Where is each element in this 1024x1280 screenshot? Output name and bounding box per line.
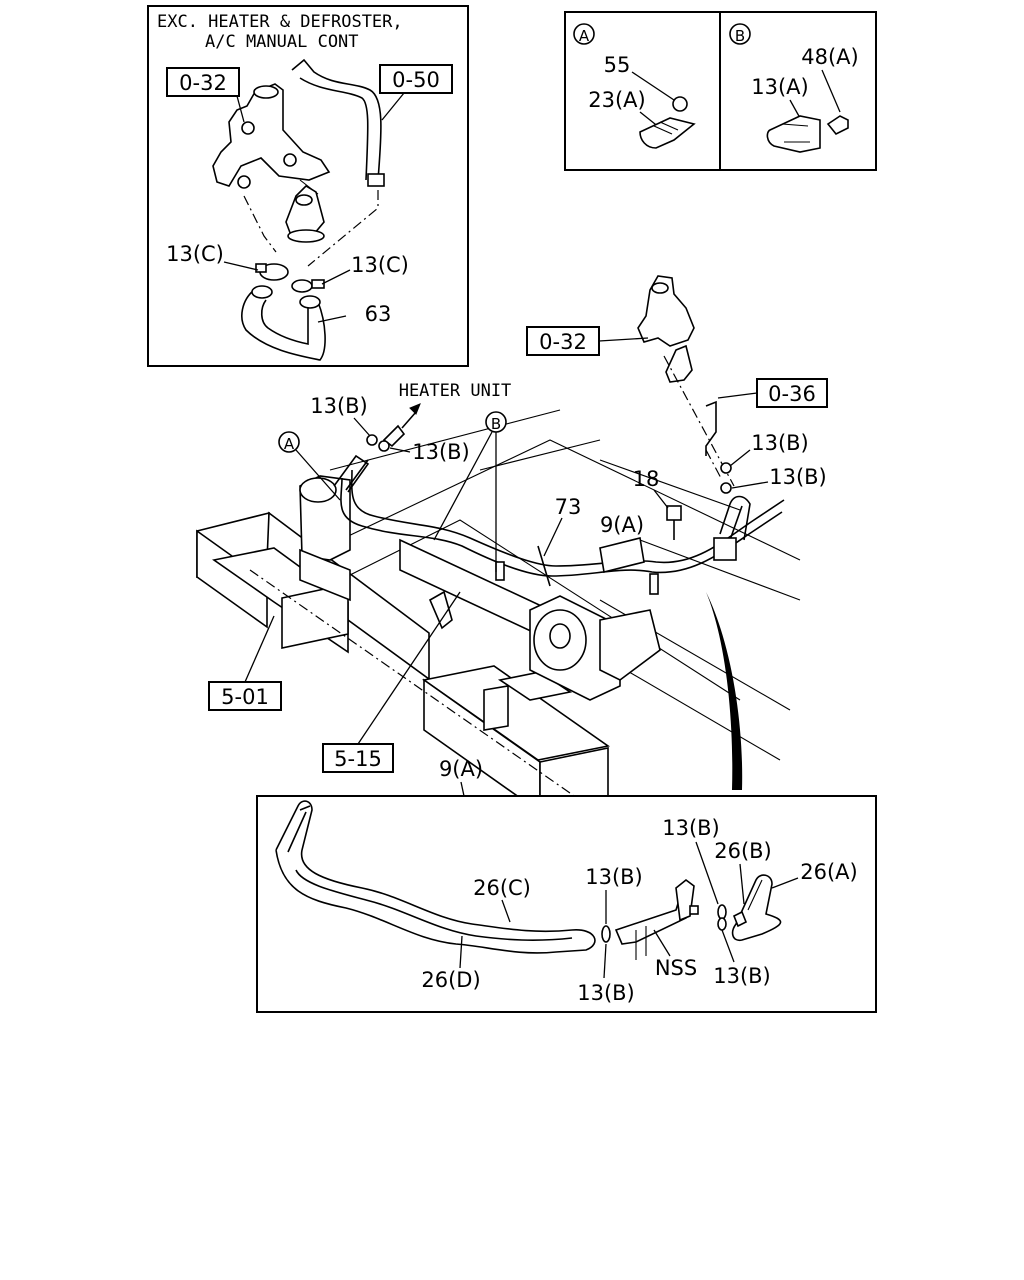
clamp-23a (639, 117, 696, 149)
label-23a: 23(A) (588, 88, 645, 112)
ref-box-0-36[interactable] (756, 378, 828, 408)
label-13a: 13(A) (751, 75, 808, 99)
ref-5-15: 5-15 (334, 747, 382, 771)
label-73: 73 (555, 495, 582, 519)
inset-header-line2: A/C MANUAL CONT (205, 32, 359, 52)
label-13b-upper-2: 13(B) (769, 465, 827, 489)
inset-header-line1: EXC. HEATER & DEFROSTER, (157, 12, 403, 32)
ref-5-01: 5-01 (221, 685, 269, 709)
bracket-9a (599, 537, 645, 573)
ref-box-0-32-main[interactable] (526, 326, 600, 356)
heater-pipe-9a (333, 454, 785, 595)
label-26a: 26(A) (800, 860, 857, 884)
thermostat-housing-inset (212, 83, 331, 243)
clamp-13c-right (291, 279, 313, 293)
heater-unit-arrow (366, 403, 421, 452)
ref-0-32-inset: 0-32 (179, 71, 227, 95)
marker-a-main: A (284, 435, 295, 453)
marker-b-inset: B (735, 27, 745, 45)
hose-63 (241, 289, 326, 361)
ref-0-32-main: 0-32 (539, 330, 587, 354)
label-nss: NSS (655, 956, 697, 980)
marker-b-main: B (491, 415, 501, 433)
ref-0-36: 0-36 (768, 382, 816, 406)
heater-pipe-inset (291, 58, 382, 181)
clamps-13b-detail (601, 904, 727, 943)
label-13b-upper-1: 13(B) (751, 431, 809, 455)
label-63: 63 (365, 302, 392, 326)
label-26c: 26(C) (473, 876, 531, 900)
bracket-nss (614, 878, 699, 960)
inset-exc-heater: EXC. HEATER & DEFROSTER, A/C MANUAL CONT… (147, 5, 469, 367)
bolt-18 (666, 505, 682, 540)
pipe-26c-26d (275, 800, 596, 954)
label-26b: 26(B) (714, 839, 772, 863)
clip-73 (537, 545, 551, 587)
label-13b-heater-1: 13(B) (310, 394, 368, 418)
label-9a-main: 9(A) (600, 513, 644, 537)
ref-box-0-32-inset[interactable] (166, 67, 240, 97)
ref-box-5-01[interactable] (208, 681, 282, 711)
clamp-13a (766, 115, 821, 153)
label-13b-detail-top-mid: 13(B) (585, 865, 643, 889)
thermostat-housing-main (637, 275, 735, 494)
detail-title-9a: 9(A) (439, 757, 483, 781)
label-26d: 26(D) (421, 968, 480, 992)
label-18: 18 (633, 467, 660, 491)
label-13c-left: 13(C) (166, 242, 224, 266)
label-13c-right: 13(C) (351, 253, 409, 277)
detail-callout-pointer (706, 592, 743, 790)
bolt-48a (826, 115, 849, 136)
label-13b-detail-bottom-right: 13(B) (713, 964, 771, 988)
label-13b-detail-top-right: 13(B) (662, 816, 720, 840)
detail-9a: 9(A) 26(C) 26(D) 13(B) (256, 757, 877, 1013)
label-13b-heater-2: 13(B) (412, 440, 470, 464)
label-13b-detail-bottom-mid: 13(B) (577, 981, 635, 1005)
inset-detail-a-b: A 55 23(A) B 48(A) 13(A) (564, 11, 877, 171)
hose-26a-26b (731, 874, 782, 942)
label-48a: 48(A) (801, 45, 858, 69)
nut-55 (672, 96, 688, 112)
label-heater-unit: HEATER UNIT (399, 381, 512, 401)
label-55: 55 (604, 53, 631, 77)
marker-a-inset: A (579, 27, 590, 45)
ref-box-0-50-inset[interactable] (379, 64, 453, 94)
ref-0-50-inset: 0-50 (392, 68, 440, 92)
